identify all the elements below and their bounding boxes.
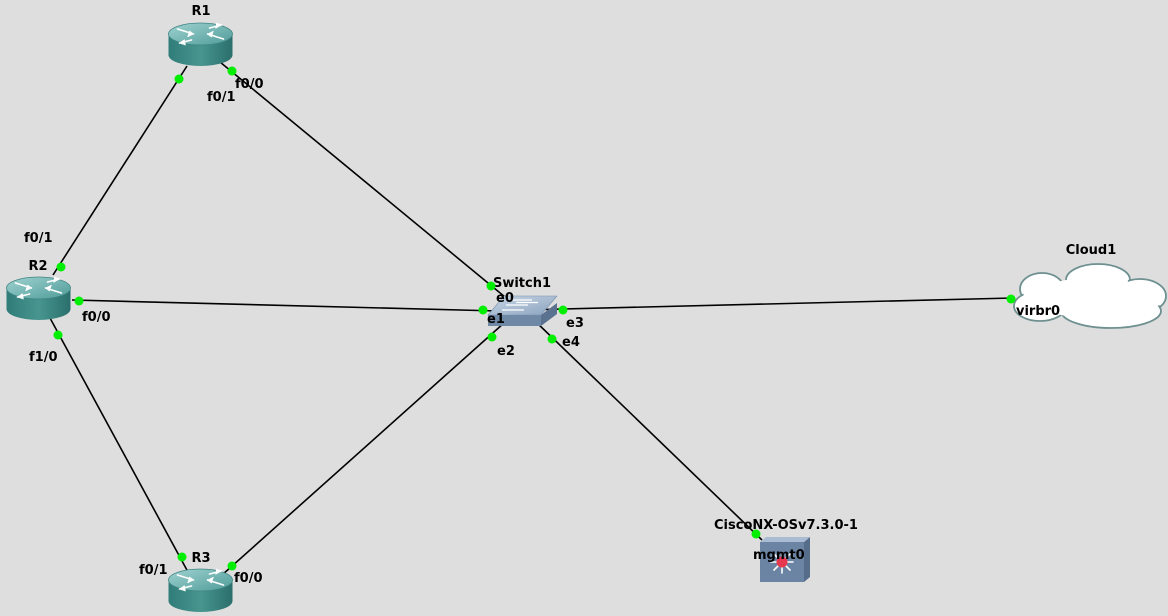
node-label-r3: R3 [191, 551, 210, 566]
port-status-sw-e4 [547, 334, 557, 344]
node-label-switch1: Switch1 [493, 276, 551, 291]
router-icon [5, 276, 72, 321]
port-status-r2-f1-0 [53, 330, 63, 340]
port-status-r1-f0-0 [227, 66, 237, 76]
port-label-cloud-virbr0: virbr0 [1016, 304, 1060, 319]
links [49, 61, 1014, 576]
port-label-r2-f0-0: f0/0 [82, 310, 111, 325]
port-label-sw-e4: e4 [562, 335, 580, 350]
port-labels: f0/1 f0/0 f0/1 f0/0 f1/0 f0/1 f0/0 e0 e1… [24, 77, 1060, 586]
port-status-sw-e1 [478, 305, 488, 315]
port-label-r3-f0-1: f0/1 [139, 563, 168, 578]
link-r2-r3[interactable] [49, 317, 189, 573]
node-label-r2: R2 [28, 259, 47, 274]
port-label-sw-e0: e0 [496, 291, 514, 306]
port-status-sw-e3 [558, 305, 568, 315]
router-r2[interactable]: R2 [5, 259, 72, 321]
link-r1-switch1[interactable] [219, 61, 506, 298]
switch-icon [487, 295, 558, 326]
router-icon [167, 568, 234, 613]
link-switch1-cloud1[interactable] [521, 297, 1014, 311]
status-led-icon [776, 556, 788, 568]
router-icon [167, 22, 234, 67]
port-label-sw-e2: e2 [497, 344, 515, 359]
switch-switch1[interactable]: Switch1 [487, 276, 558, 326]
port-label-sw-e1: e1 [487, 312, 505, 327]
link-switch1-nxos[interactable] [534, 320, 763, 541]
node-label-nxos: CiscoNX-OSv7.3.0-1 [714, 518, 858, 533]
port-status-r2-f0-0 [74, 296, 84, 306]
port-indicators [53, 66, 1016, 571]
port-status-r3-f0-1 [177, 552, 187, 562]
port-label-r2-f1-0: f1/0 [29, 350, 58, 365]
port-label-r3-f0-0: f0/0 [234, 571, 263, 586]
port-label-r1-f0-0: f0/0 [235, 77, 264, 92]
router-r3[interactable]: R3 [167, 551, 234, 613]
port-status-cloud-virbr0 [1006, 294, 1016, 304]
nexus-switch-nxos[interactable]: CiscoNX-OSv7.3.0-1 [714, 518, 858, 582]
port-status-r2-f0-1 [56, 262, 66, 272]
port-label-r2-f0-1: f0/1 [24, 231, 53, 246]
port-label-nxos-mgmt0: mgmt0 [753, 548, 805, 563]
cloud-cloud1[interactable]: Cloud1 [1013, 243, 1167, 329]
link-r3-switch1[interactable] [221, 322, 505, 576]
port-status-r1-f0-1 [174, 74, 184, 84]
link-r2-switch1[interactable] [71, 299, 499, 312]
port-status-nxos-mgmt0 [751, 529, 761, 539]
port-status-r3-f0-0 [227, 561, 237, 571]
nexus-switch-icon [760, 537, 810, 582]
node-label-cloud1: Cloud1 [1066, 243, 1117, 258]
router-r1[interactable]: R1 [167, 4, 234, 67]
port-label-r1-f0-1: f0/1 [207, 90, 236, 105]
port-status-sw-e0 [486, 281, 496, 291]
port-label-sw-e3: e3 [566, 316, 584, 331]
node-label-r1: R1 [191, 4, 210, 19]
port-status-sw-e2 [487, 332, 497, 342]
link-r1-r2[interactable] [52, 65, 188, 276]
